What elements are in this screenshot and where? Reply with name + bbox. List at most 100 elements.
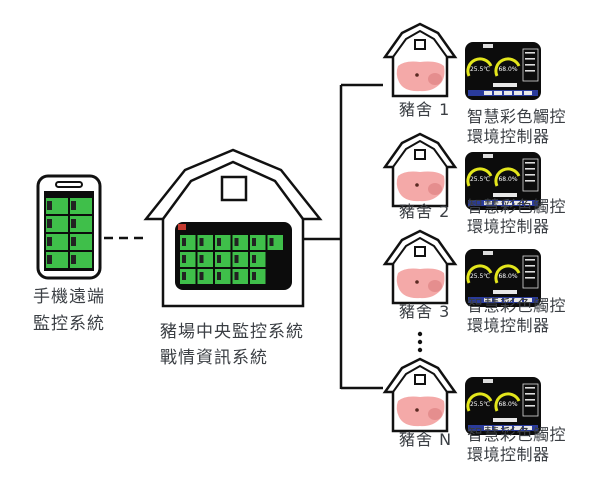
ellipsis-dots	[417, 331, 423, 353]
gauge-arc	[494, 392, 521, 412]
barn-roof-inner	[392, 236, 448, 265]
barn-window	[414, 374, 426, 385]
humidity-readout: 68.0%	[498, 401, 517, 408]
controller-button	[514, 426, 522, 430]
controller-button	[494, 426, 502, 430]
central-tile-icon	[217, 238, 221, 246]
gauge-arc	[494, 167, 521, 187]
controller-button	[524, 91, 532, 95]
pig-snout-icon	[428, 280, 442, 292]
house-n-label: 豬舍 N	[399, 430, 453, 449]
pig-snout-icon	[428, 183, 442, 195]
controller-button	[484, 426, 492, 430]
central-tile-icon	[234, 272, 239, 280]
controller-button	[484, 298, 492, 302]
controller-button	[494, 201, 502, 205]
barn-roof-inner	[392, 29, 448, 58]
gauge-arc	[466, 392, 493, 412]
house-2-controller-line1: 智慧彩色觸控	[467, 197, 567, 216]
phone-tile-icon	[47, 201, 52, 210]
phone-label-line1: 手機遠端	[33, 287, 105, 307]
central-tile-icon	[252, 255, 256, 263]
phone-device	[36, 174, 102, 280]
pig-snout-icon	[428, 73, 442, 85]
central-tile-icon	[182, 255, 186, 263]
barn-window	[220, 175, 248, 202]
controller-button	[524, 298, 532, 302]
pig-house-2: 25.5℃ 68.0%	[382, 132, 541, 210]
controller-button	[514, 201, 522, 205]
controller-button	[494, 298, 502, 302]
controller-button	[514, 298, 522, 302]
gauge-arc	[494, 57, 521, 77]
gauge-arc	[466, 264, 493, 284]
phone-label-line2: 監控系統	[33, 314, 105, 334]
pig-house-4: 25.5℃ 68.0%	[382, 357, 541, 435]
pig-eye-icon	[415, 280, 419, 284]
phone-tile-icon	[47, 219, 52, 228]
central-tile-icon	[182, 272, 186, 280]
phone-tile-icon	[47, 255, 52, 264]
house-1-controller-line1: 智慧彩色觸控	[467, 107, 567, 126]
humidity-readout: 68.0%	[498, 176, 517, 183]
phone-tile-icon	[71, 237, 76, 246]
central-tile-icon	[217, 272, 221, 280]
central-tile-icon	[199, 272, 204, 280]
pig-house-3: 25.5℃ 68.0%	[382, 229, 541, 307]
controller-button	[484, 201, 492, 205]
central-tile-icon	[234, 238, 239, 246]
pig-snout-icon	[428, 408, 442, 420]
central-tile-icon	[269, 238, 274, 246]
central-tile-icon	[217, 255, 221, 263]
temperature-readout: 25.5℃	[470, 176, 490, 183]
barn-window	[414, 246, 426, 257]
phone-tile-icon	[71, 219, 76, 228]
barn-roof-inner	[392, 139, 448, 168]
central-label-line2: 戰情資訊系統	[160, 348, 268, 368]
controller-button	[524, 201, 532, 205]
barn-roof-inner	[392, 364, 448, 393]
pig-eye-icon	[415, 73, 419, 77]
gauge-arc	[466, 167, 493, 187]
house-3-controller-line1: 智慧彩色觸控	[467, 296, 567, 315]
house-n-controller-line1: 智慧彩色觸控	[467, 425, 567, 444]
connectors	[104, 83, 383, 390]
central-tile-icon	[182, 238, 186, 246]
house-2-controller-line2: 環境控制器	[467, 217, 550, 236]
barn-window	[414, 39, 426, 50]
house-1-controller-line2: 環境控制器	[467, 127, 550, 146]
controller-button	[494, 91, 502, 95]
controller-button	[504, 201, 512, 205]
controller-button	[504, 426, 512, 430]
controller-button	[484, 91, 492, 95]
gauge-arc	[466, 57, 493, 77]
temperature-readout: 25.5℃	[470, 401, 490, 408]
controller-display: 25.5℃ 68.0%	[465, 249, 541, 307]
house-n-controller-line2: 環境控制器	[467, 445, 550, 464]
temperature-readout: 25.5℃	[470, 273, 490, 280]
central-tile-icon	[252, 238, 256, 246]
gauge-arc	[494, 264, 521, 284]
controller-display: 25.5℃ 68.0%	[465, 152, 541, 210]
central-screen	[175, 222, 292, 290]
controller-button	[504, 298, 512, 302]
controller-button	[514, 91, 522, 95]
pig-eye-icon	[415, 408, 419, 412]
pig-eye-icon	[415, 183, 419, 187]
central-tile-icon	[252, 272, 256, 280]
controller-button	[504, 91, 512, 95]
humidity-readout: 68.0%	[498, 273, 517, 280]
central-tile-icon	[199, 255, 204, 263]
house-3-label: 豬舍 3	[399, 302, 451, 321]
central-tile-icon	[199, 238, 204, 246]
house-2-label: 豬舍 2	[399, 202, 451, 221]
house-3-controller-line2: 環境控制器	[467, 316, 550, 335]
phone-tile-icon	[71, 201, 76, 210]
controller-display: 25.5℃ 68.0%	[465, 377, 541, 435]
barn-window	[414, 149, 426, 160]
temperature-readout: 25.5℃	[470, 66, 490, 73]
house-1-label: 豬舍 1	[399, 100, 451, 119]
